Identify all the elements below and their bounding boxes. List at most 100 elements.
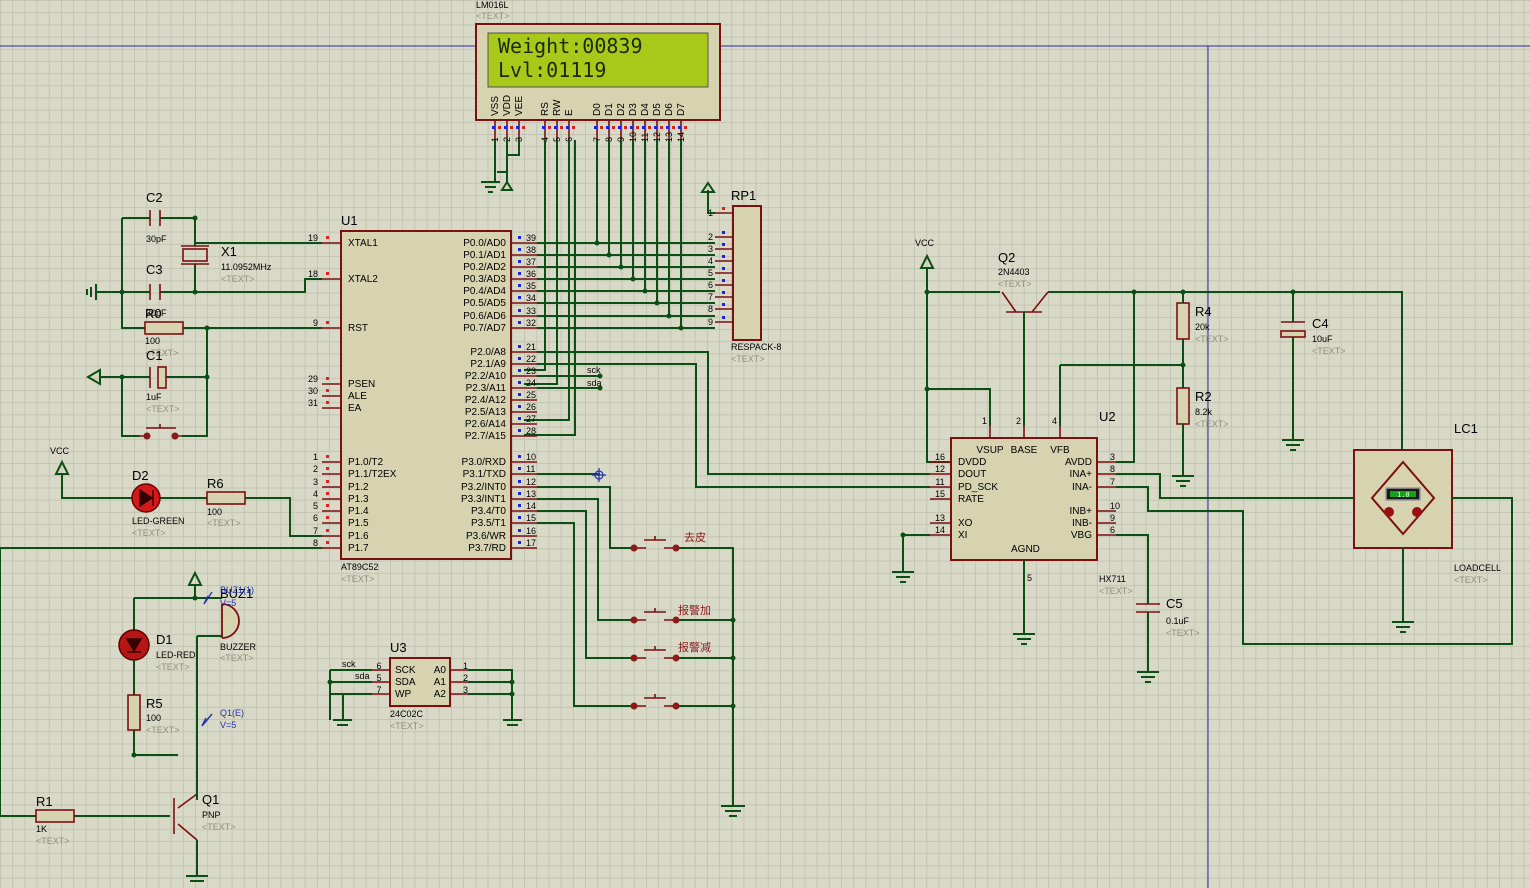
r5-body[interactable] (127, 694, 141, 731)
r4-ref: R4 (1195, 304, 1212, 319)
pin-marker (560, 126, 563, 129)
junction (642, 288, 648, 294)
mcu-pin-label: P0.7/AD7 (463, 323, 506, 334)
pin-marker (566, 126, 569, 129)
led-d2[interactable]: VCC D2 LED-GREEN <TEXT> (50, 446, 322, 538)
q1-probe: Q1(E) V=5 (201, 708, 244, 730)
left-rail-wire (0, 548, 22, 817)
resistor-r6[interactable]: R6 100 <TEXT> (206, 476, 246, 528)
pin-marker (518, 321, 521, 324)
led-d1[interactable]: D1 LED-RED <TEXT> (118, 629, 196, 756)
resistor-r2[interactable]: R2 8.2k <TEXT> (1172, 387, 1229, 487)
mcu-pin-number: 39 (526, 233, 536, 243)
junction (509, 679, 515, 685)
lcd-control-wires (524, 140, 576, 436)
push-button[interactable] (630, 646, 680, 662)
push-button-pin (630, 544, 638, 552)
u2-body[interactable] (950, 437, 1098, 561)
pin-marker (498, 126, 501, 129)
crystal-x1[interactable]: X1 11.0952MHz <TEXT> (181, 218, 272, 292)
pin-marker (518, 455, 521, 458)
mcu-pin-number: 37 (526, 257, 536, 267)
r6-body[interactable] (206, 491, 246, 505)
cap-c2[interactable]: C2 30pF (122, 190, 322, 244)
cap-c1[interactable]: C1 1uF <TEXT> (86, 328, 208, 437)
d1-part: LED-RED (156, 650, 196, 660)
resistor-r4[interactable]: R4 20k <TEXT> (1059, 292, 1229, 426)
q1-symbol[interactable] (173, 793, 198, 841)
d1-placeholder: <TEXT> (156, 662, 190, 672)
u3-body[interactable] (389, 657, 451, 707)
u2-pin-number: 16 (935, 452, 945, 462)
buz1-body[interactable] (221, 603, 240, 639)
r4-body[interactable] (1176, 302, 1190, 340)
lcd-pin-label: VSS (490, 96, 501, 116)
x1-value: 11.0952MHz (221, 262, 272, 272)
pin-marker (606, 126, 609, 129)
cap-c3[interactable]: C3 30pF (122, 262, 322, 318)
junction (327, 679, 333, 685)
lcd-module[interactable]: Weight:00839 Lvl:01119 LM016L <TEXT> VSS… (475, 0, 721, 142)
push-button[interactable] (630, 536, 680, 552)
mcu-pin-number: 12 (526, 477, 536, 487)
pin-marker (672, 126, 675, 129)
mcu-body[interactable] (340, 230, 512, 560)
u2-pin-number: 6 (1110, 525, 1115, 535)
reset-button[interactable] (140, 424, 182, 440)
lc1-adj-a[interactable] (1384, 507, 1394, 517)
resistor-r1[interactable]: R1 1K <TEXT> (22, 794, 170, 846)
transistor-q2[interactable]: Q2 2N4403 <TEXT> (998, 250, 1049, 426)
x1-body[interactable] (182, 248, 208, 262)
resistor-r5[interactable]: R5 100 <TEXT> (127, 694, 180, 735)
mcu-pin-label: P1.0/T2 (348, 457, 383, 468)
r2-body[interactable] (1176, 387, 1190, 425)
r0-value: 100 (145, 336, 160, 346)
cap-c5[interactable]: C5 0.1uF <TEXT> (1136, 596, 1200, 638)
junction (594, 240, 600, 246)
rp1-pin-number: 9 (708, 317, 713, 327)
pin-marker (660, 126, 663, 129)
u2-pin-number: 12 (935, 464, 945, 474)
junction (1131, 289, 1137, 295)
mcu-pin-label: ALE (348, 391, 367, 402)
rp1-body[interactable] (732, 205, 762, 341)
lc1-adj-b[interactable] (1412, 507, 1422, 517)
q1-wire (186, 794, 208, 882)
r0-body[interactable] (144, 321, 184, 335)
resistor-r0[interactable]: R0 100 <TEXT> (144, 306, 322, 358)
pin-marker (522, 126, 525, 129)
c5-plates (1136, 603, 1160, 613)
u2-pin-label: VSUP (976, 445, 1004, 456)
u2-pin-label: PD_SCK (958, 482, 998, 493)
push-button-contacts (632, 536, 678, 549)
mcu-pin-label: P1.3 (348, 494, 369, 505)
pin-marker (666, 126, 669, 129)
buz1-to-q1-wire (196, 635, 222, 800)
cap-c4[interactable]: C4 10uF <TEXT> (1280, 292, 1346, 451)
loadcell-lc1[interactable]: 1.0 LC1 LOADCELL <TEXT> (1330, 421, 1501, 633)
u2-pin-label: INB+ (1069, 506, 1092, 517)
u2-agnd-label: AGND (1011, 544, 1040, 555)
push-button[interactable] (630, 608, 680, 624)
lcd-pin-number: 7 (592, 137, 602, 142)
push-button-contacts (632, 694, 678, 707)
pin-marker (594, 126, 597, 129)
r1-body[interactable] (35, 809, 75, 823)
push-button[interactable] (630, 694, 680, 710)
pin-marker (642, 126, 645, 129)
pin-marker (518, 248, 521, 251)
mcu-pin-number: 19 (308, 233, 318, 243)
mcu-pin-label: P0.3/AD3 (463, 274, 506, 285)
rp1-pin-number: 4 (708, 256, 713, 266)
transistor-q1[interactable]: Q1 PNP <TEXT> (173, 792, 236, 882)
mcu-pin-number: 11 (526, 464, 535, 474)
lcd-part-label: LM016L (476, 0, 509, 10)
q2-symbol[interactable] (1001, 291, 1049, 313)
buzzer-buz1[interactable]: BUZ1 BUZZER <TEXT> BUZ1(1) V=5 (133, 570, 257, 800)
rp1-pin-number: 8 (708, 304, 713, 314)
